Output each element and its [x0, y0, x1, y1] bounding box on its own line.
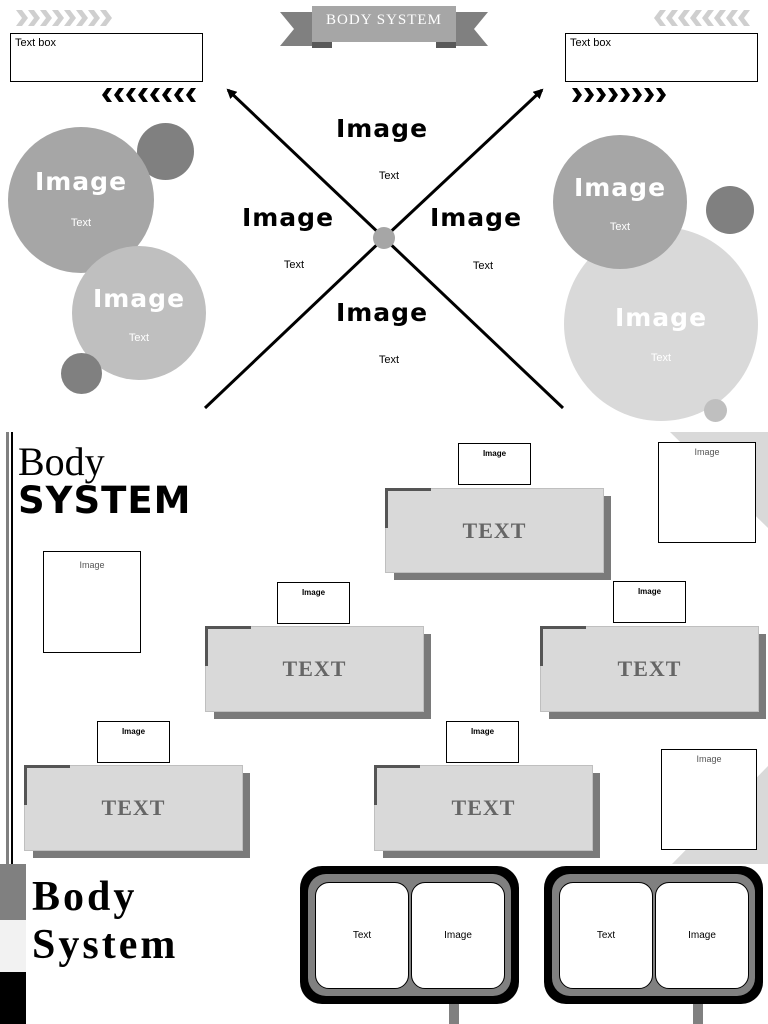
slab-corner-2	[205, 626, 251, 666]
left-circle-medium-text: Text	[128, 332, 150, 344]
middle-heading-line1: Body	[18, 439, 105, 484]
cross-bottom-text: Text	[378, 354, 400, 366]
text-slab-5[interactable]: TEXT	[374, 765, 593, 851]
right-circle-light-text: Text	[650, 352, 672, 364]
left-circle-medium-title: Image	[92, 284, 186, 313]
text-box-left[interactable]: Text box	[10, 33, 203, 82]
middle-heading-line2: SYSTEM	[18, 479, 192, 522]
slab-image-label-3[interactable]: Image	[613, 581, 686, 623]
frame-stem-2	[693, 1000, 703, 1024]
slab-corner-4	[24, 765, 70, 805]
cross-left-title: Image	[241, 203, 335, 232]
slab-image-label-2[interactable]: Image	[277, 582, 350, 624]
cross-bottom-title: Image	[335, 298, 429, 327]
frame-2-text-cell[interactable]: Text	[559, 882, 653, 989]
cross-arrows-diagram	[203, 88, 565, 410]
frame-1-text-cell[interactable]: Text	[315, 882, 409, 989]
slab-corner-1	[385, 488, 431, 528]
bottom-heading-line2: System	[32, 922, 179, 968]
chevron-right-decoration-icon	[16, 10, 112, 26]
small-dark-circle-right	[706, 186, 754, 234]
text-slab-2[interactable]: TEXT	[205, 626, 424, 712]
slab-image-label-1[interactable]: Image	[458, 443, 531, 485]
color-strip-black	[0, 972, 26, 1024]
text-slab-1[interactable]: TEXT	[385, 488, 604, 573]
frame-1-image-cell[interactable]: Image	[411, 882, 505, 989]
slab-image-label-4[interactable]: Image	[97, 721, 170, 763]
frame-2-image-cell[interactable]: Image	[655, 882, 749, 989]
cross-right-text: Text	[472, 260, 494, 272]
right-circle-mid: Image Text	[553, 135, 687, 269]
right-circle-mid-title: Image	[573, 173, 667, 202]
chevron-left-arrows-icon	[102, 88, 196, 102]
slab-image-label-5[interactable]: Image	[446, 721, 519, 763]
chevron-right-arrows-icon	[572, 88, 666, 102]
text-box-right[interactable]: Text box	[565, 33, 758, 82]
image-placeholder-top-right[interactable]: Image	[658, 442, 756, 543]
text-slab-4[interactable]: TEXT	[24, 765, 243, 851]
left-circle-large: Image Text	[8, 127, 154, 273]
color-strip-light	[0, 920, 26, 972]
image-placeholder-bottom-right[interactable]: Image	[661, 749, 757, 850]
left-vertical-rule	[6, 432, 9, 864]
title-ribbon	[280, 6, 488, 48]
banner-title: BODY SYSTEM	[326, 12, 442, 28]
cross-top-title: Image	[335, 114, 429, 143]
right-circle-mid-text: Text	[609, 221, 631, 233]
slab-corner-5	[374, 765, 420, 805]
image-placeholder-left[interactable]: Image	[43, 551, 141, 653]
left-circle-large-title: Image	[34, 167, 128, 196]
cross-top-text: Text	[378, 170, 400, 182]
left-vertical-rule-inner	[11, 432, 13, 864]
tiny-circle-right	[704, 399, 727, 422]
color-strip-gray	[0, 864, 26, 920]
small-dark-circle-bottom	[61, 353, 102, 394]
cross-right-title: Image	[429, 203, 523, 232]
text-slab-3[interactable]: TEXT	[540, 626, 759, 712]
right-circle-light-title: Image	[614, 303, 708, 332]
slab-corner-3	[540, 626, 586, 666]
left-circle-large-text: Text	[70, 217, 92, 229]
chevron-left-decoration-icon	[654, 10, 750, 26]
cross-left-text: Text	[283, 259, 305, 271]
bottom-heading-line1: Body	[32, 874, 138, 920]
frame-stem-1	[449, 1000, 459, 1024]
